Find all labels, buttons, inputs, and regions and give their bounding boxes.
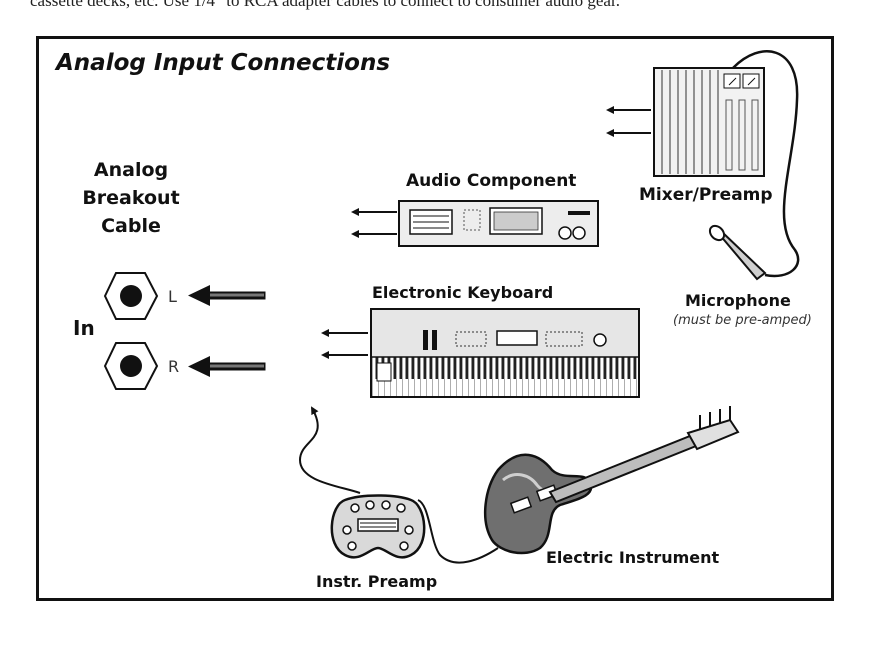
instrument-headstock bbox=[686, 406, 740, 451]
microphone-body bbox=[708, 224, 767, 281]
breakout-label-line: Analog bbox=[93, 159, 169, 181]
diagram-title: Analog Input Connections bbox=[56, 50, 391, 76]
input-label: In bbox=[73, 316, 95, 340]
microphone-label: Microphone bbox=[685, 291, 791, 310]
electric-instrument-body bbox=[484, 453, 593, 555]
instrument-label: Electric Instrument bbox=[546, 548, 720, 567]
mixer-unit bbox=[653, 67, 765, 177]
channel-right-label: R bbox=[168, 357, 180, 376]
microphone-note: (must be pre-amped) bbox=[673, 313, 812, 328]
channel-left-label: L bbox=[168, 287, 177, 306]
microphone-cable bbox=[732, 50, 800, 278]
mixer-label: Mixer/Preamp bbox=[639, 185, 773, 205]
breakout-jack-right bbox=[103, 342, 159, 390]
audio-component-unit bbox=[398, 200, 599, 247]
keyboard-unit bbox=[370, 308, 640, 398]
input-arrow-left bbox=[188, 285, 266, 306]
breakout-jack-left bbox=[103, 272, 159, 320]
keyboard-label: Electronic Keyboard bbox=[372, 283, 554, 302]
breakout-label-line: Cable bbox=[101, 215, 161, 237]
instrument-cable bbox=[417, 499, 499, 564]
intro-text: cassette decks, etc. Use 1/4" to RCA ada… bbox=[30, 0, 620, 10]
breakout-label-line: Breakout bbox=[82, 187, 180, 209]
input-arrow-right bbox=[188, 356, 266, 377]
audio-component-label: Audio Component bbox=[406, 171, 577, 191]
diagram-frame bbox=[36, 36, 834, 601]
breakout-cable-label: Analog Breakout Cable bbox=[60, 156, 202, 240]
instrument-neck bbox=[548, 434, 698, 504]
instrument-preamp-unit bbox=[330, 494, 426, 559]
preamp-label: Instr. Preamp bbox=[316, 572, 438, 591]
preamp-output-cable bbox=[298, 406, 361, 494]
